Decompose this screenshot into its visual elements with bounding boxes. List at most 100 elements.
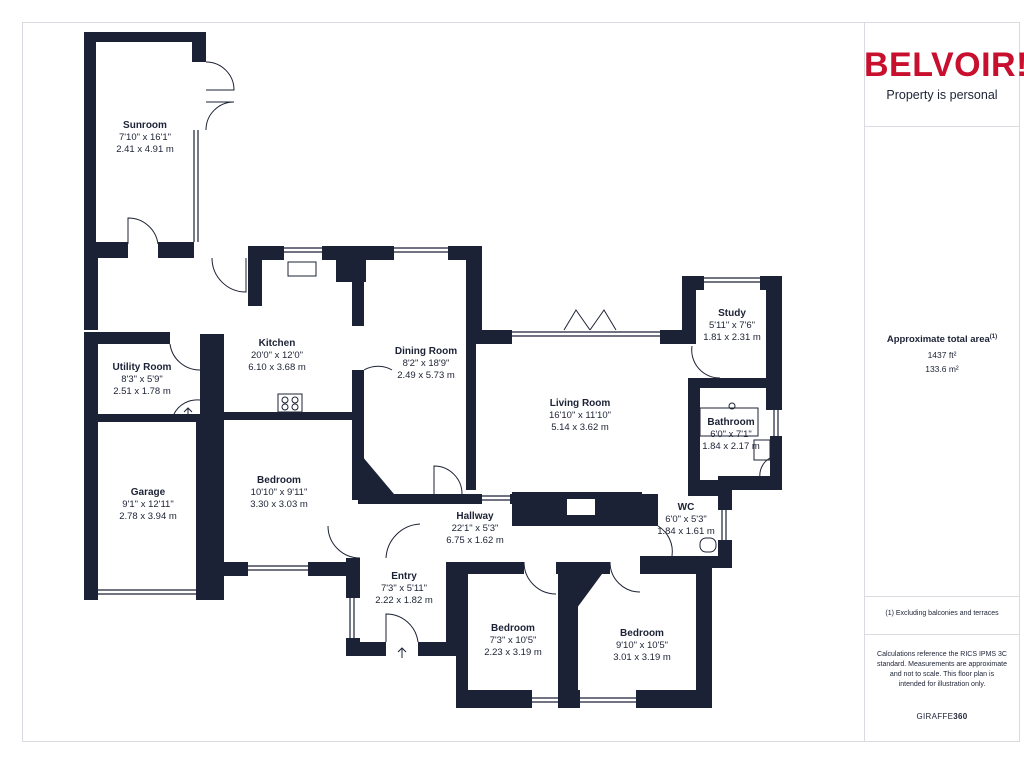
room-name: Bathroom (707, 417, 755, 428)
bath (699, 407, 759, 437)
room-study: Study 5'11" x 7'6" 1.81 x 2.31 m (703, 308, 761, 344)
hob (277, 393, 303, 413)
giraffe360-logo: GIRAFFE360 (864, 712, 1020, 721)
room-metric: 1.84 x 1.61 m (657, 526, 715, 537)
room-utility-room: Utility Room 8'3" x 5'9" 2.51 x 1.78 m (113, 362, 172, 398)
room-name: Bedroom (620, 628, 664, 639)
info-sidebar: BELVOIR! Property is personal Approximat… (864, 22, 1024, 742)
room-metric: 5.14 x 3.62 m (551, 422, 609, 433)
windows (96, 35, 779, 703)
shower (728, 402, 736, 410)
wall (636, 690, 712, 708)
room-imperial: 9'1" x 12'11" (122, 499, 174, 510)
wall (682, 276, 704, 290)
wall (456, 690, 532, 708)
room-metric: 1.84 x 2.17 m (702, 441, 760, 452)
room-imperial: 7'3" x 5'11" (380, 583, 428, 594)
wall (196, 420, 212, 600)
room-metric: 3.30 x 3.03 m (250, 499, 308, 510)
room-name: Living Room (549, 398, 611, 409)
fixtures (277, 261, 771, 553)
wall (222, 562, 248, 576)
wall (718, 490, 732, 510)
wall (770, 436, 782, 488)
room-imperial: 8'3" x 5'9" (121, 374, 163, 385)
room-name: Dining Room (394, 346, 458, 357)
room-name: Hallway (456, 511, 494, 522)
room-name: Kitchen (258, 338, 296, 349)
wall (84, 344, 98, 414)
wall (84, 32, 206, 42)
room-imperial: 8'2" x 18'9" (402, 358, 450, 369)
room-metric: 2.23 x 3.19 m (484, 647, 542, 658)
room-imperial: 5'11" x 7'6" (708, 320, 756, 331)
wall (640, 562, 696, 574)
wall (84, 420, 98, 600)
room-imperial: 16'10" x 11'10" (549, 410, 611, 421)
room-bedroom-1: Bedroom 10'10" x 9'11" 3.30 x 3.03 m (250, 475, 308, 511)
wall (510, 494, 522, 504)
tagline: Property is personal (886, 88, 998, 102)
room-name: Garage (130, 487, 166, 498)
door-swings (127, 61, 771, 658)
room-imperial: 6'0" x 5'3" (665, 514, 707, 525)
divider (864, 634, 1020, 635)
wall (158, 242, 194, 258)
wall (352, 370, 364, 500)
wall (84, 414, 200, 422)
room-metric: 2.41 x 4.91 m (116, 144, 174, 155)
wall (358, 494, 482, 504)
wall (248, 246, 262, 306)
wall (696, 562, 712, 708)
room-metric: 2.51 x 1.78 m (113, 386, 171, 397)
divider (864, 126, 1020, 127)
room-imperial: 9'10" x 10'5" (615, 640, 669, 651)
wall (766, 276, 782, 382)
area-title: Approximate total area(1) (864, 334, 1020, 345)
wall (766, 378, 782, 410)
wall (84, 32, 96, 244)
room-name: Utility Room (112, 362, 172, 373)
area-title-text: Approximate total area (886, 334, 990, 346)
room-metric: 6.10 x 3.68 m (248, 362, 306, 373)
wall (192, 32, 206, 62)
room-imperial: 7'10" x 16'1" (118, 132, 172, 143)
room-metric: 6.75 x 1.62 m (446, 535, 504, 546)
room-kitchen: Kitchen 20'0" x 12'0" 6.10 x 3.68 m (248, 338, 306, 374)
area-sqft: 1437 ft² (927, 350, 957, 360)
wall (718, 476, 782, 490)
area-sqm: 133.6 m² (925, 364, 959, 374)
footnote: (1) Excluding balconies and terraces (885, 610, 999, 617)
room-imperial: 7'3" x 10'5" (489, 635, 537, 646)
room-entry: Entry 7'3" x 5'11" 2.22 x 1.82 m (375, 571, 433, 607)
room-imperial: 10'10" x 9'11" (250, 487, 308, 498)
room-name: Bedroom (491, 623, 535, 634)
wall (456, 562, 524, 574)
wall (566, 574, 602, 612)
wall (466, 330, 476, 490)
room-metric: 2.22 x 1.82 m (375, 595, 433, 606)
toilet (699, 537, 717, 553)
wall (84, 244, 98, 330)
walls (84, 32, 782, 708)
maker-name-bold: 360 (953, 712, 968, 721)
wall (688, 378, 700, 496)
room-garage: Garage 9'1" x 12'11" 2.78 x 3.94 m (119, 487, 177, 523)
sidebar-divider (864, 22, 865, 742)
room-bedroom-3: Bedroom 9'10" x 10'5" 3.01 x 3.19 m (613, 628, 671, 664)
room-bedroom-2: Bedroom 7'3" x 10'5" 2.23 x 3.19 m (484, 623, 542, 659)
floor-plan (84, 32, 782, 708)
room-sunroom: Sunroom 7'10" x 16'1" 2.41 x 4.91 m (116, 120, 174, 156)
room-name: Sunroom (123, 120, 167, 131)
room-dining-room: Dining Room 8'2" x 18'9" 2.49 x 5.73 m (395, 346, 457, 382)
room-wc: WC 6'0" x 5'3" 1.84 x 1.61 m (657, 502, 715, 538)
room-imperial: 6'0" x 7'1" (710, 429, 752, 440)
wall (456, 562, 468, 708)
room-name: Study (718, 308, 746, 319)
belvoir-logo: BELVOIR! (864, 46, 1024, 84)
basin (753, 439, 771, 461)
divider (864, 596, 1020, 597)
wall (352, 246, 364, 326)
room-name: WC (677, 502, 695, 513)
wall (466, 330, 512, 344)
